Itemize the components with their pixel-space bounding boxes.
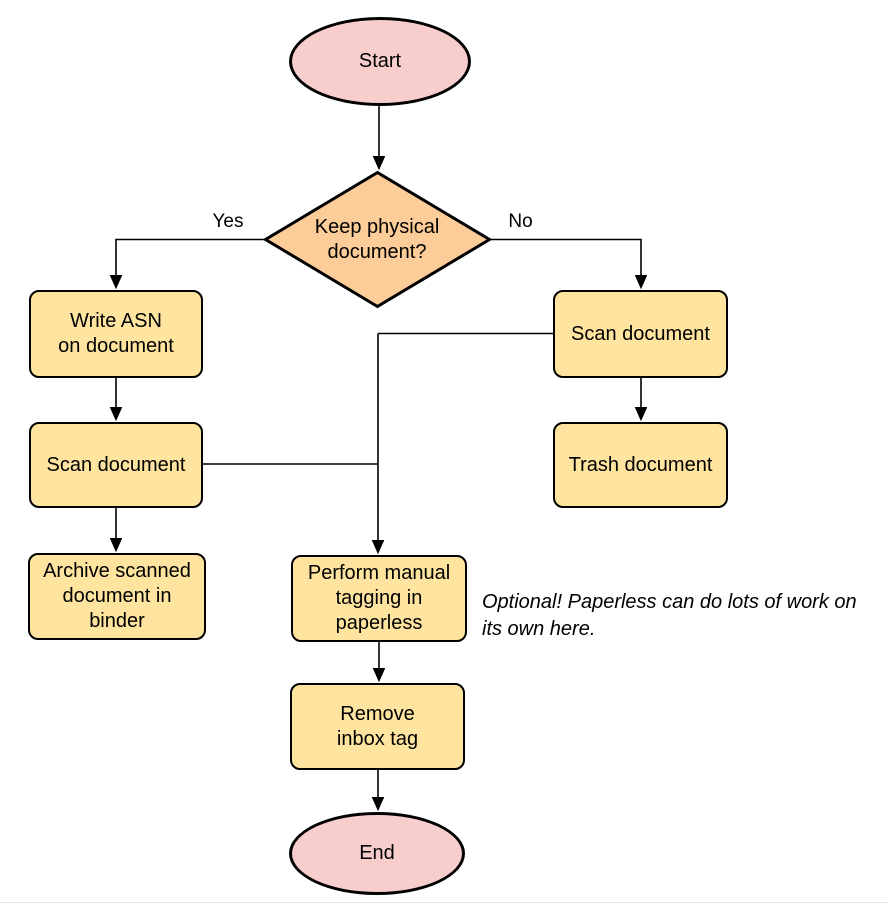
edge-label-no: No [508,211,533,232]
node-manual-tagging: Perform manual tagging in paperless [291,555,467,642]
node-start: Start [289,17,471,106]
node-write-asn: Write ASN on document [29,290,203,378]
optional-note: Optional! Paperless can do lots of work … [482,591,857,640]
node-remove-inbox-tag-label: Remove inbox tag [336,702,419,750]
node-end-label: End [359,842,395,864]
node-decision-label: Keep physical document? [314,215,440,263]
node-scan-document-right-label: Scan document [571,322,710,345]
node-start-label: Start [358,50,402,72]
edge-decision-no [490,238,641,288]
node-trash-document-label: Trash document [568,453,713,476]
node-write-asn-label: Write ASN on document [58,310,174,357]
node-manual-tagging-label: Perform manual tagging in paperless [307,562,451,634]
node-archive-binder-label: Archive scanned document in binder [43,560,191,632]
decision-diamond-shape [262,170,493,309]
node-scan-document-left: Scan document [29,422,203,508]
node-archive-binder: Archive scanned document in binder [28,553,206,640]
edge-decision-yes [116,238,265,288]
node-end: End [289,812,465,895]
bottom-edge-rule [0,902,888,903]
node-trash-document: Trash document [553,422,728,508]
node-remove-inbox-tag: Remove inbox tag [290,683,465,770]
edge-label-yes: Yes [212,211,244,232]
node-scan-document-left-label: Scan document [46,453,186,476]
node-scan-document-right: Scan document [553,290,728,378]
